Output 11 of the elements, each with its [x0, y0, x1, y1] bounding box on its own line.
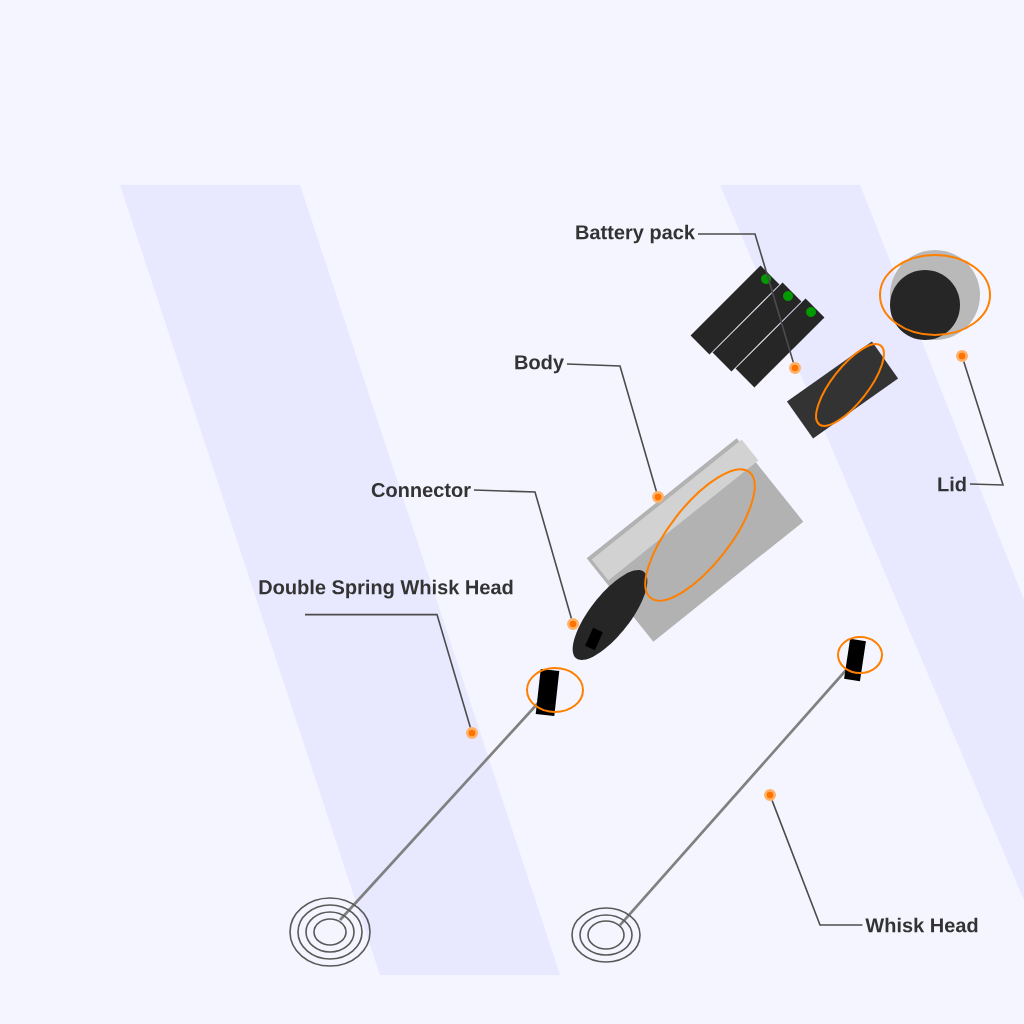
part-label: Lid [938, 476, 966, 492]
part-label: Body [515, 354, 564, 374]
leader-line [771, 799, 864, 926]
part-label: Connector [371, 482, 471, 498]
leader-line [963, 360, 1005, 486]
leader-line [473, 489, 573, 620]
leader-line [304, 613, 472, 729]
part-label: Double Spring Whisk Head [259, 579, 513, 599]
part-label: Battery pack [576, 224, 696, 244]
leader-line [566, 363, 658, 493]
part-label: Whisk Head [865, 917, 978, 933]
